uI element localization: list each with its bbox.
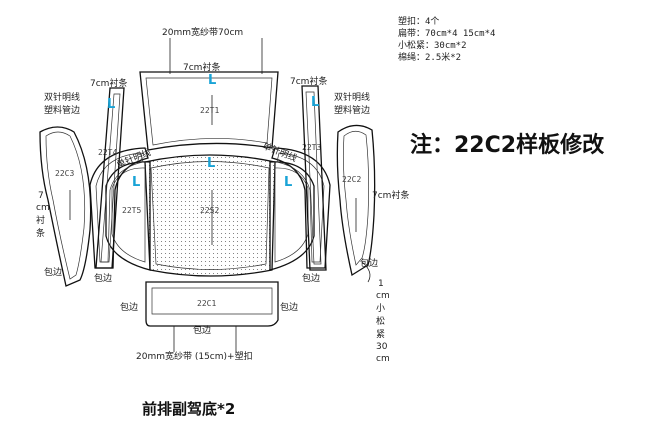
bottom-strap-label: 20mm宽纱带 (15cm)+塑扣 xyxy=(136,350,253,362)
binding-label-c1-bottom: 包边 xyxy=(193,324,211,336)
elastic-vertical-label: 1 cm 小 松 紧 30 cm xyxy=(376,279,390,364)
stitch-label-left: 双针明线 xyxy=(44,91,80,103)
mark-l-t1: L xyxy=(208,73,216,88)
binding-label-left: 包边 xyxy=(94,272,112,284)
binding-label-c2: 包边 xyxy=(360,257,378,269)
svg-text:30: 30 xyxy=(376,342,388,352)
binding-label-right: 包边 xyxy=(302,272,320,284)
piece-code-c2: 22C2 xyxy=(342,175,361,184)
plastic-label-left: 塑料管边 xyxy=(44,104,80,116)
mark-l-t5-right: L xyxy=(284,175,292,190)
svg-text:cm: cm xyxy=(376,354,390,364)
svg-text:cm: cm xyxy=(376,291,390,301)
piece-22c2: 22C2 7cm衬条 xyxy=(336,124,409,283)
lining-label-right: 7cm衬条 xyxy=(290,75,327,87)
piece-code-t3: 22T3 xyxy=(302,143,321,152)
svg-text:条: 条 xyxy=(36,227,45,239)
svg-text:紧: 紧 xyxy=(376,329,385,340)
revision-note: 注：22C2样板修改 xyxy=(410,132,605,158)
svg-text:松: 松 xyxy=(376,315,385,327)
svg-text:7: 7 xyxy=(38,191,44,201)
spec-line-3: 小松紧：30cm*2 xyxy=(398,39,467,51)
piece-22t5-left: 22T5 xyxy=(105,161,151,271)
piece-code-t5: 22T5 xyxy=(122,206,141,215)
plastic-label-right: 塑料管边 xyxy=(334,104,370,116)
piece-22t1: 7cm衬条 22T1 xyxy=(139,61,279,151)
mark-l-t5-left: L xyxy=(132,175,140,190)
top-strap: 20mm宽纱带70cm xyxy=(162,26,263,74)
spec-line-4: 棉绳：2.5米*2 xyxy=(398,51,461,63)
piece-code-c3: 22C3 xyxy=(55,169,74,178)
piece-22c3: 22C3 xyxy=(39,126,92,287)
diagram-title: 前排副驾底*2 xyxy=(142,400,235,418)
lining-label-left: 7cm衬条 xyxy=(90,77,127,89)
left-strip: 7cm衬条 xyxy=(90,77,127,269)
spec-line-2: 扁带：70cm*4 15cm*4 xyxy=(398,27,495,39)
right-strip: 7cm衬条 xyxy=(290,75,327,271)
stitch-label-right: 双针明线 xyxy=(334,91,370,103)
spec-line-1: 塑扣：4个 xyxy=(398,15,439,27)
piece-code-c1: 22C1 xyxy=(197,299,216,308)
top-strap-label: 20mm宽纱带70cm xyxy=(162,26,243,38)
material-spec: 塑扣：4个 扁带：70cm*4 15cm*4 小松紧：30cm*2 棉绳：2.5… xyxy=(398,15,495,63)
svg-text:cm: cm xyxy=(36,203,50,213)
lining-vertical-label: 7 cm 衬 条 xyxy=(36,191,50,239)
mark-l-left-strip: L xyxy=(107,97,115,112)
piece-code-t4: 22T4 xyxy=(98,148,117,157)
piece-22c1: 22C1 xyxy=(145,281,279,352)
mark-l-right-strip: L xyxy=(311,95,319,110)
svg-text:1: 1 xyxy=(378,279,384,289)
lining-label-t1: 7cm衬条 xyxy=(183,61,220,73)
lining-label-c2: 7cm衬条 xyxy=(372,189,409,201)
binding-label-c1-left: 包边 xyxy=(120,301,138,313)
binding-label-c3: 包边 xyxy=(44,266,62,278)
svg-text:衬: 衬 xyxy=(36,214,45,226)
svg-text:小: 小 xyxy=(376,303,385,314)
mark-l-s2: L xyxy=(207,156,215,171)
binding-label-c1-right: 包边 xyxy=(280,301,298,313)
piece-code-s2: 22S2 xyxy=(200,206,219,215)
piece-code-t1: 22T1 xyxy=(200,106,219,115)
piece-22s2: 22S2 xyxy=(144,154,276,277)
